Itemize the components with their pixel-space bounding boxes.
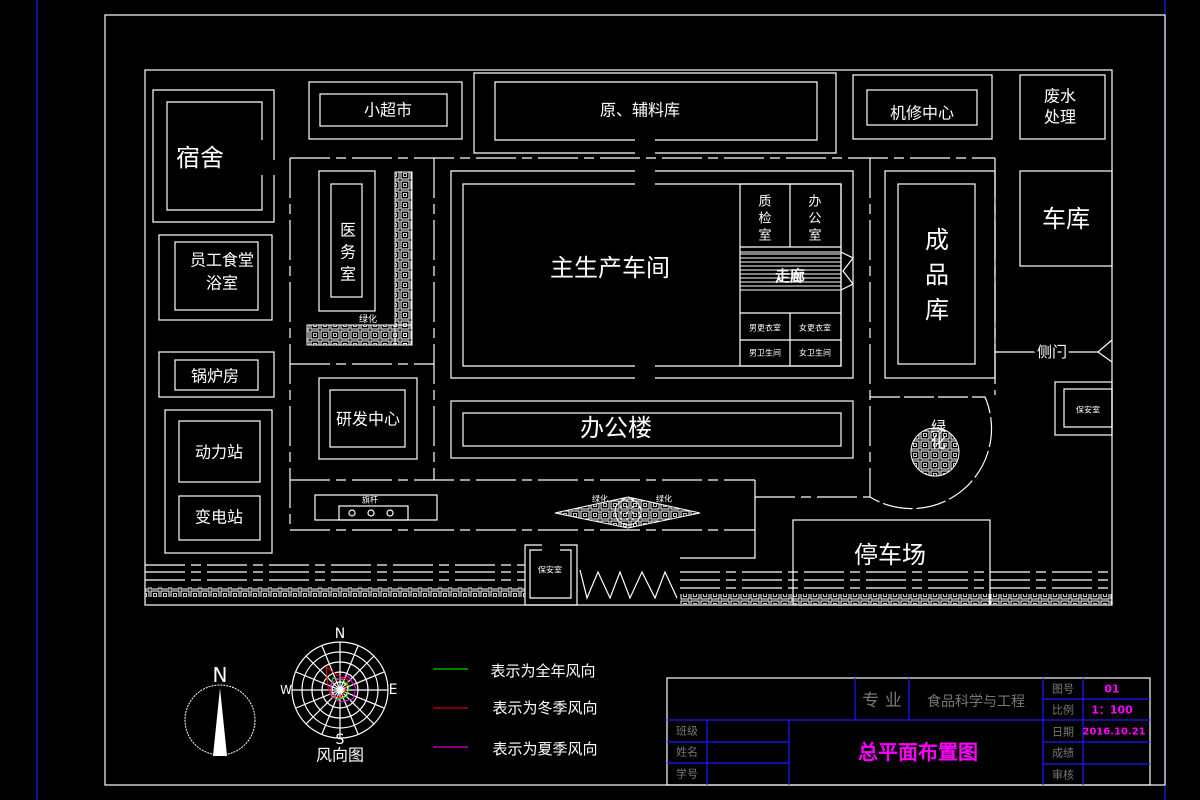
label: 处理 [1044, 108, 1076, 127]
drawing-frame [36, 0, 1166, 800]
label: 停车场 [854, 541, 926, 569]
wind-rose: N S E W 风向图 [280, 626, 397, 765]
dormitory: 宿舍 [152, 89, 275, 223]
label: 姓名 [676, 745, 698, 759]
label: N [213, 663, 228, 687]
clinic: 医 务 室 [318, 170, 376, 312]
label: 表示为全年风向 [490, 662, 595, 680]
label: 绿化 [359, 313, 377, 325]
fence [145, 564, 1112, 604]
label: 小超市 [364, 101, 412, 120]
label: 绿化 [656, 494, 672, 504]
label: 走廊 [775, 267, 805, 285]
label: 01 [1104, 683, 1119, 696]
drawing-title: 总平面布置图 [858, 740, 978, 764]
label: S [336, 732, 345, 748]
label: 旗杆 [362, 495, 378, 505]
raw-material-warehouse: 原、辅料库 [473, 72, 837, 154]
label: 废水 [1044, 87, 1076, 106]
label: 员工食堂 [190, 251, 254, 270]
label: 表示为冬季风向 [492, 699, 597, 717]
label: 专 业 [862, 691, 901, 711]
main-workshop: 主生产车间 质 检 室 办 公 室 走廊 男更衣室 女更衣室 男卫生间 女卫生间 [450, 170, 854, 379]
label: 风向图 [316, 746, 364, 765]
label: 公 [808, 212, 821, 227]
wastewater-treatment: 废水 处理 [1019, 74, 1106, 140]
label: 务 [340, 243, 356, 262]
north-arrow: N [184, 663, 256, 756]
label: 办 [808, 195, 821, 210]
label: 男卫生间 [749, 348, 781, 358]
label: 保安室 [538, 565, 562, 575]
label: 保安室 [1076, 405, 1100, 415]
garage: 车库 [1019, 170, 1113, 267]
label: 质 [758, 195, 771, 210]
label: 成绩 [1052, 747, 1074, 760]
roads [289, 157, 1113, 559]
label: 审核 [1052, 768, 1074, 782]
label: 车库 [1042, 205, 1090, 233]
label: 绿化 [929, 419, 947, 449]
label: 室 [340, 265, 356, 284]
label: 锅炉房 [191, 367, 239, 386]
label: 表示为夏季风向 [492, 740, 597, 758]
label: 原、辅料库 [600, 101, 680, 120]
label: 男更衣室 [749, 323, 781, 333]
label: 动力站 [195, 443, 243, 462]
title-block: 专 业 食品科学与工程 图号 01 比例 1：100 日期 2016.10.21… [666, 677, 1151, 786]
label: 食品科学与工程 [927, 693, 1025, 710]
label: 成 [925, 226, 949, 254]
label: 绿化 [592, 494, 608, 504]
guard-room-right: 保安室 [1054, 381, 1113, 436]
greening-strip: 绿化 [306, 171, 413, 346]
label: 2016.10.21 [1082, 727, 1145, 738]
flagpole: 旗杆 [314, 494, 438, 521]
label: 品 [925, 261, 949, 289]
green-circle: 绿化 [869, 396, 993, 510]
parking-lot: 停车场 [792, 519, 991, 606]
supermarket: 小超市 [308, 81, 463, 140]
label: 检 [758, 212, 771, 227]
label: 医 [340, 221, 356, 240]
label: N [335, 626, 345, 642]
label: 机修中心 [890, 104, 954, 123]
guard-room-gate: 保安室 [524, 544, 578, 606]
site-boundary [144, 69, 1113, 606]
label: 女卫生间 [799, 348, 831, 358]
label: 日期 [1052, 726, 1074, 739]
label: E [389, 682, 398, 698]
boiler-room: 锅炉房 [158, 351, 275, 398]
label: 研发中心 [336, 410, 400, 429]
label: 主生产车间 [550, 254, 670, 282]
finished-goods-warehouse: 成 品 库 [884, 170, 996, 379]
label: 浴室 [206, 274, 238, 293]
label: 女更衣室 [799, 323, 831, 333]
label: 班级 [676, 725, 698, 738]
side-gate-label: 侧门 [1037, 343, 1067, 361]
label: 变电站 [195, 508, 243, 527]
office-building: 办公楼 [450, 400, 854, 459]
dormitory-label: 宿舍 [176, 144, 224, 172]
label: 室 [808, 228, 821, 244]
label: 库 [925, 296, 949, 324]
canteen: 员工食堂 浴室 [158, 234, 273, 321]
label: 图号 [1052, 683, 1074, 696]
label: 学号 [676, 767, 698, 781]
label: 比例 [1052, 703, 1074, 717]
power-block: 动力站 变电站 [164, 409, 273, 554]
label: W [280, 683, 292, 697]
label: 室 [758, 228, 771, 244]
fountain: 绿化 绿化 [554, 494, 701, 529]
repair-center: 机修中心 [852, 74, 993, 140]
rnd-center: 研发中心 [318, 377, 418, 460]
label: 1：100 [1091, 704, 1133, 717]
label: 办公楼 [580, 414, 652, 442]
legend: 表示为全年风向 表示为冬季风向 表示为夏季风向 [433, 662, 598, 758]
